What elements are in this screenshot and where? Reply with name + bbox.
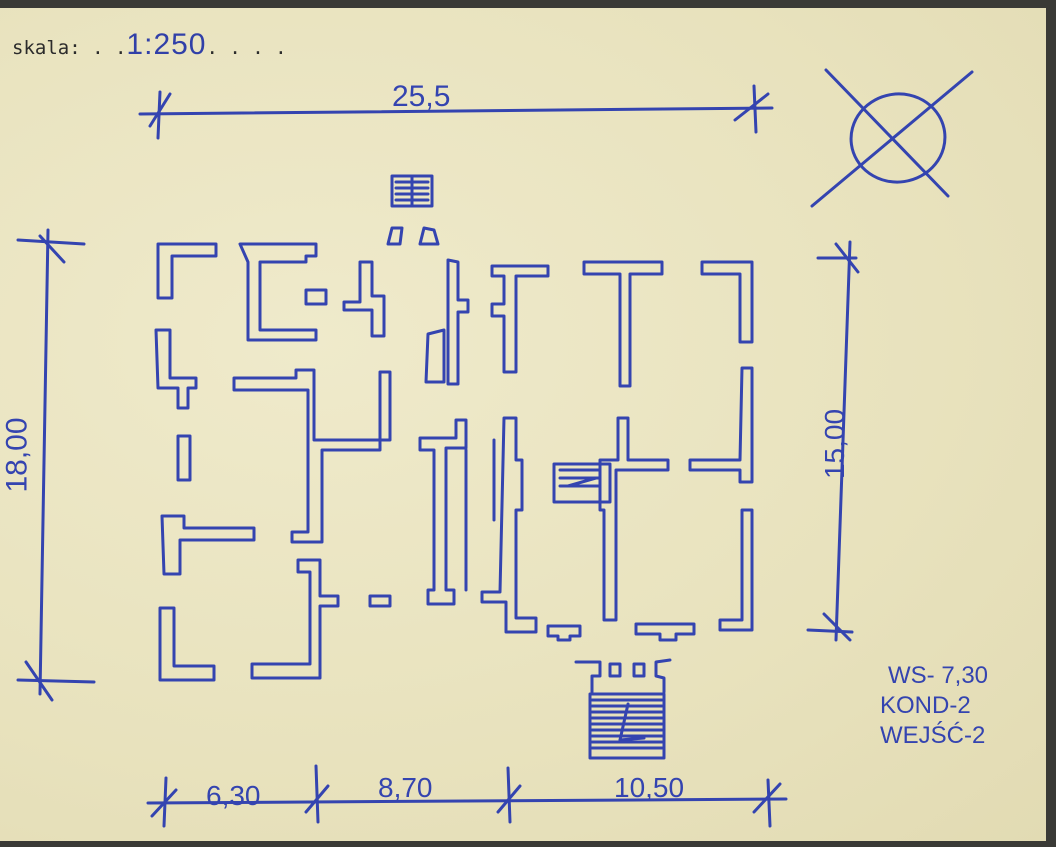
north-arrow-icon — [810, 68, 974, 208]
scale-label: skala: — [12, 37, 81, 59]
note-line: WS- 7,30 — [888, 662, 989, 689]
dimension-depth-right: 15,00 — [819, 408, 851, 480]
dimension-total-width: 25,5 — [392, 80, 451, 113]
floor-plan-walls — [154, 242, 754, 682]
scale-dots: . . . . — [206, 37, 287, 59]
scale-value: 1:250 — [126, 28, 207, 61]
note-line: WEJŚĆ-2 — [880, 722, 986, 749]
note-line: KOND-2 — [880, 692, 971, 719]
scale-dots: . . — [92, 37, 127, 59]
stair-bottom — [574, 658, 672, 760]
dimension-segment-2: 8,70 — [378, 772, 433, 803]
dimension-line-depth-left — [16, 228, 96, 702]
dimension-line-width — [138, 84, 774, 140]
dimension-line-depth-right — [806, 240, 860, 642]
scale-line: skala: . .1:250. . . . — [12, 28, 287, 62]
notes-block: WS- 7,30 KOND-2 WEJŚĆ-2 — [880, 664, 988, 748]
dimension-segment-3: 10,50 — [614, 772, 685, 803]
dimension-segment-1: 6,30 — [206, 780, 261, 811]
dimension-chain-bottom — [146, 764, 788, 828]
dimension-depth-left: 18,00 — [0, 417, 34, 493]
stair-top — [386, 174, 440, 246]
drawing-sheet: skala: . .1:250. . . . — [0, 8, 1046, 841]
